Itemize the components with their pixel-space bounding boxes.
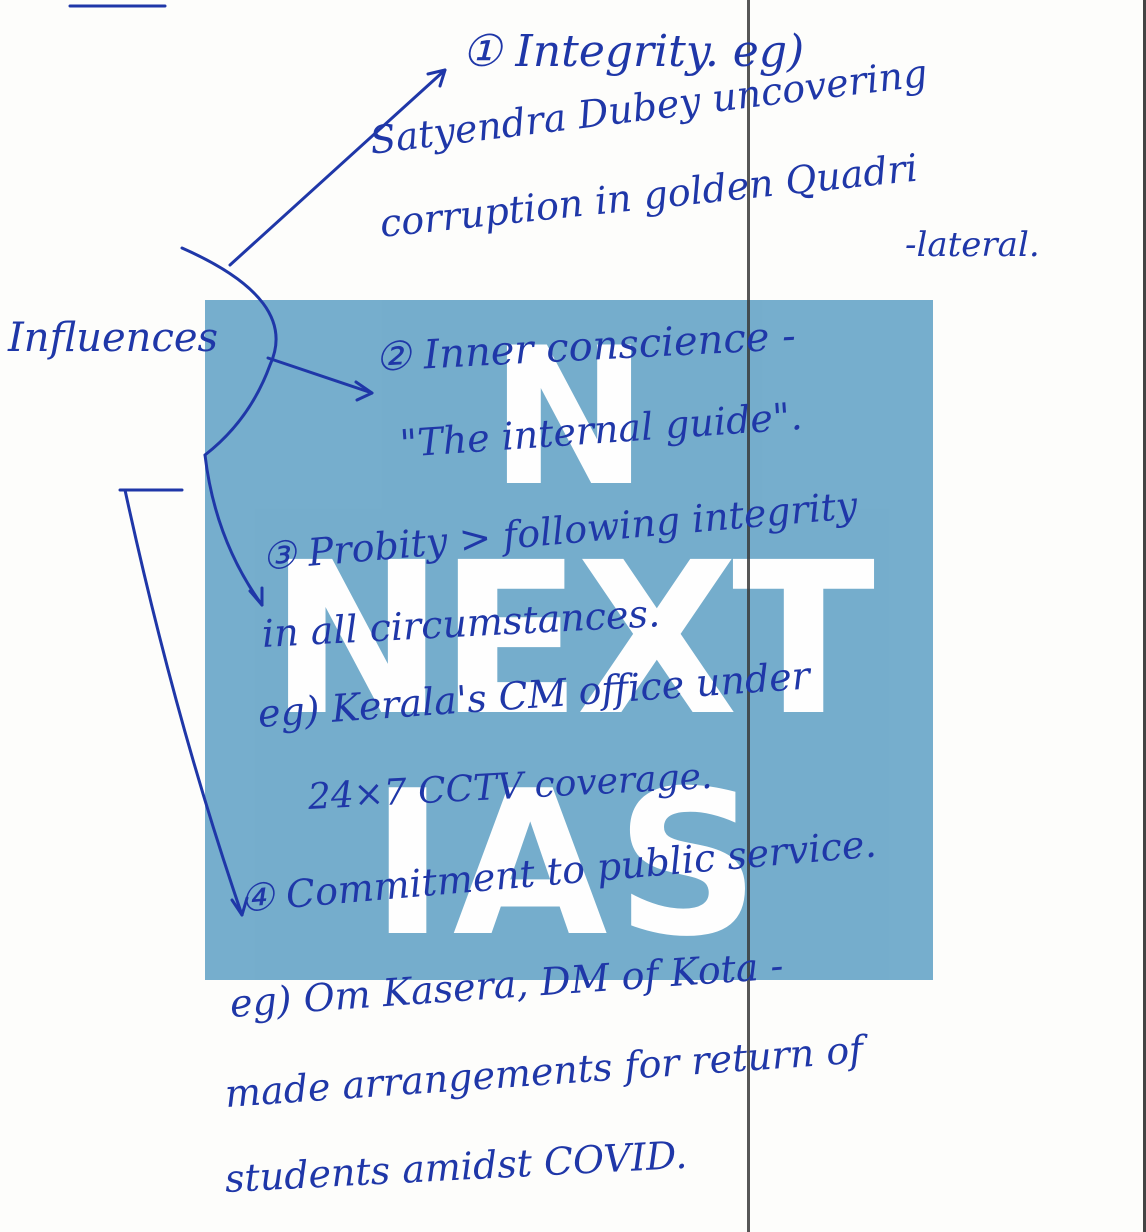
watermark-ias: IAS [370,748,768,981]
arrow-to-probity [203,453,264,607]
center-label: Influences [8,315,219,361]
arrow-to-commitment [123,488,244,917]
arrow-to-integrity [228,68,447,267]
point1-title: ① Integrity. eg) [462,26,805,77]
watermark-letter-n: N [489,307,649,528]
point1-line3: -lateral. [905,225,1040,265]
page-edge [1143,0,1146,1232]
watermark-next: NEXT [268,517,875,762]
page-fold-line [747,0,750,1232]
arrow-to-conscience [266,356,374,395]
next-ias-watermark: N NEXT IAS [205,300,933,980]
